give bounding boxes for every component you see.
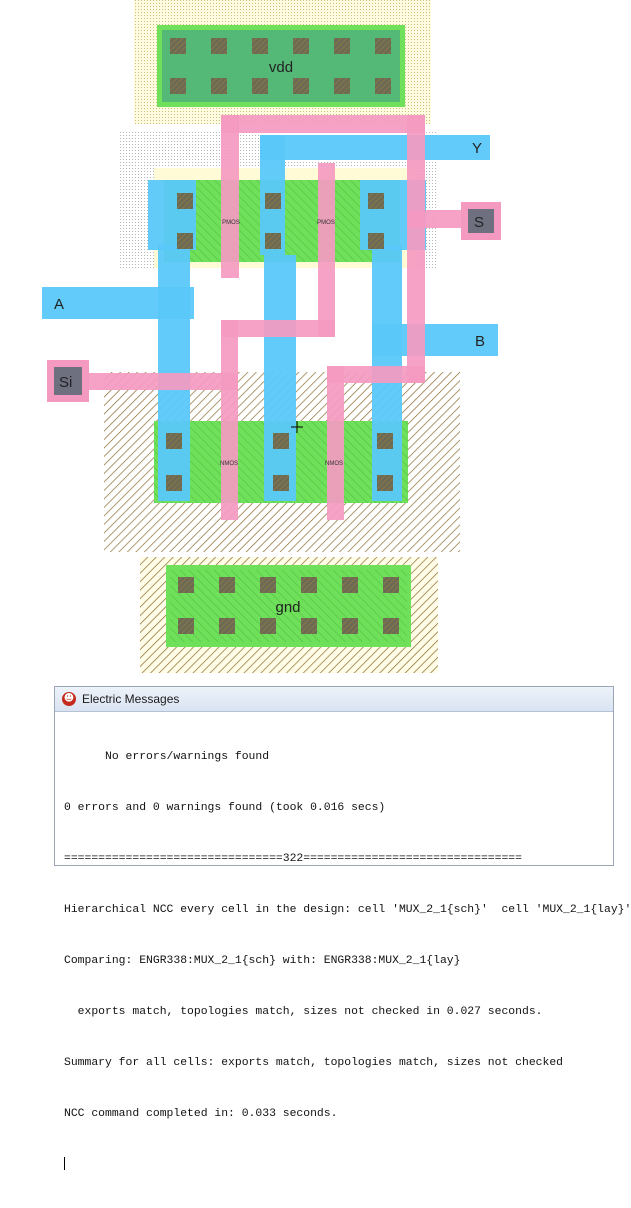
nmos-label-right: NMOS bbox=[325, 461, 343, 467]
pmos-label-left: PMOS bbox=[222, 220, 240, 226]
nmos-contacts bbox=[166, 433, 393, 491]
message-line: Hierarchical NCC every cell in the desig… bbox=[64, 904, 631, 916]
crosshair-cursor-icon bbox=[291, 421, 303, 433]
vdd-diffusion bbox=[162, 30, 400, 102]
vdd-label: vdd bbox=[269, 59, 293, 76]
export-si-label[interactable]: Si bbox=[59, 374, 72, 391]
message-line: Summary for all cells: exports match, to… bbox=[64, 1057, 563, 1069]
export-b-label[interactable]: B bbox=[475, 333, 485, 350]
gnd-label: gnd bbox=[275, 599, 300, 616]
export-s-pin-inner bbox=[468, 209, 494, 233]
export-a-label[interactable]: A bbox=[54, 296, 64, 313]
poly-layer bbox=[86, 115, 467, 520]
message-line: NCC command completed in: 0.033 seconds. bbox=[64, 1108, 338, 1120]
message-line: 0 errors and 0 warnings found (took 0.01… bbox=[64, 802, 386, 814]
pmos-contacts bbox=[177, 193, 384, 249]
export-s-label[interactable]: S bbox=[474, 214, 484, 231]
gnd-contacts bbox=[178, 577, 399, 634]
export-si-pin-inner bbox=[54, 367, 82, 395]
gnd-diffusion bbox=[170, 570, 407, 642]
messages-text-area[interactable]: No errors/warnings found 0 errors and 0 … bbox=[55, 712, 631, 1208]
layout-canvas[interactable]: vdd gnd PMOS PMOS NMOS NMOS Y S A B Si bbox=[0, 0, 600, 684]
text-caret bbox=[64, 1157, 613, 1174]
pmos-label-right: PMOS bbox=[317, 220, 335, 226]
export-y-label[interactable]: Y bbox=[472, 140, 482, 157]
message-line: Comparing: ENGR338:MUX_2_1{sch} with: EN… bbox=[64, 955, 461, 967]
messages-title-bar[interactable]: ☻ Electric Messages bbox=[55, 687, 613, 712]
electric-messages-window[interactable]: ☻ Electric Messages No errors/warnings f… bbox=[54, 686, 631, 1170]
messages-title: Electric Messages bbox=[82, 692, 180, 706]
vdd-contacts bbox=[170, 38, 391, 94]
message-line: ================================322=====… bbox=[64, 853, 522, 865]
message-line: No errors/warnings found bbox=[64, 751, 270, 763]
message-line: exports match, topologies match, sizes n… bbox=[64, 1006, 543, 1018]
nmos-label-left: NMOS bbox=[220, 461, 238, 467]
electric-app-icon: ☻ bbox=[62, 692, 76, 706]
